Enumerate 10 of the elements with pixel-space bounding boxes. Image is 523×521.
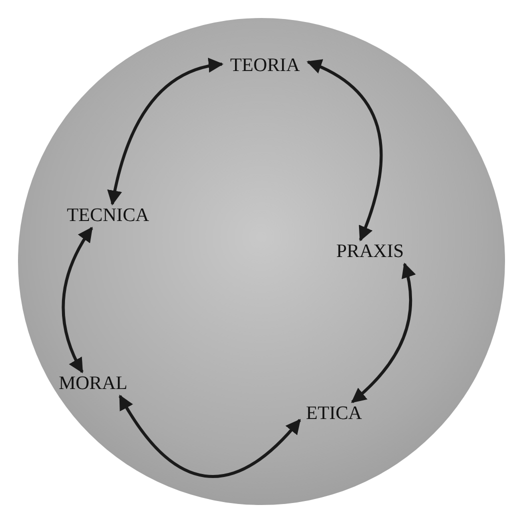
curved-arrow <box>306 60 383 242</box>
curved-arrow <box>118 394 301 478</box>
curved-arrow <box>351 262 416 404</box>
term-label: TECNICA <box>54 204 162 228</box>
term-label: TEORIA <box>222 54 308 78</box>
curved-arrow <box>108 58 224 206</box>
term-label: MORAL <box>48 372 138 396</box>
curved-arrow <box>62 226 94 374</box>
term-label: PRAXIS <box>322 240 418 264</box>
term-label: ETICA <box>296 402 372 426</box>
